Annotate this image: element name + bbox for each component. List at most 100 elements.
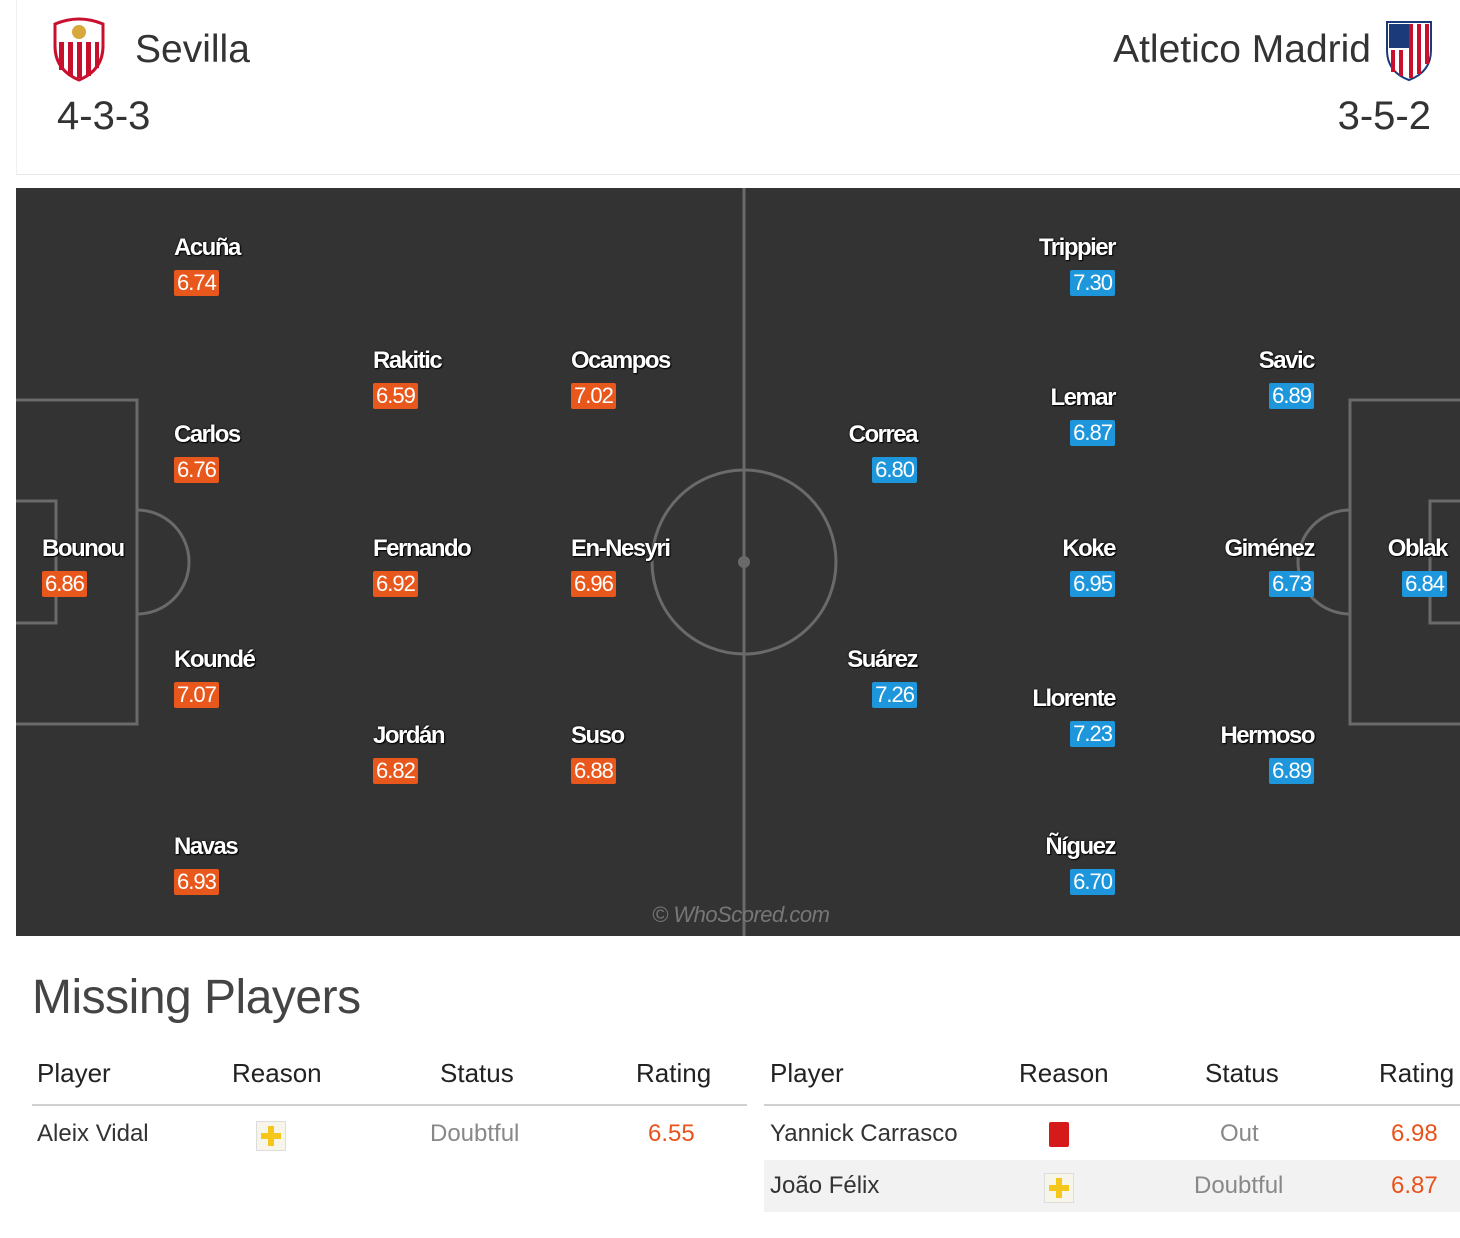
player-name: Giménez [1224, 535, 1315, 562]
player-name: Llorente [1032, 685, 1116, 712]
injury-icon [256, 1121, 286, 1151]
col-reason-header: Reason [232, 1058, 322, 1088]
player-gimenez[interactable]: Giménez 6.73 [1224, 535, 1315, 597]
player-suso[interactable]: Suso 6.88 [571, 722, 625, 784]
header-divider [764, 1104, 1460, 1106]
player-jordan[interactable]: Jordán 6.82 [373, 722, 446, 784]
player-hermoso[interactable]: Hermoso 6.89 [1220, 722, 1315, 784]
missing-player-name[interactable]: Yannick Carrasco [770, 1120, 958, 1147]
player-name: Hermoso [1220, 722, 1315, 749]
away-team-name[interactable]: Atletico Madrid [1113, 28, 1371, 71]
col-player-header: Player [37, 1058, 111, 1088]
player-koke[interactable]: Koke 6.95 [1062, 535, 1116, 597]
player-rating: 6.93 [174, 869, 219, 895]
player-llorente[interactable]: Llorente 7.23 [1032, 685, 1116, 747]
player-name: Fernando [373, 535, 472, 562]
player-rating: 6.89 [1269, 758, 1314, 784]
player-en-nesyri[interactable]: En-Nesyri 6.96 [571, 535, 671, 597]
player-rating: 6.89 [1269, 383, 1314, 409]
missing-status: Out [1220, 1120, 1259, 1147]
player-name: Koke [1062, 535, 1116, 562]
missing-players-title: Missing Players [32, 971, 361, 1024]
player-rakitic[interactable]: Rakitic 6.59 [373, 347, 443, 409]
player-rating: 7.30 [1070, 270, 1115, 296]
header-divider [32, 1104, 747, 1106]
player-ocampos[interactable]: Ocampos 7.02 [571, 347, 671, 409]
player-navas[interactable]: Navas 6.93 [174, 833, 239, 895]
player-lemar[interactable]: Lemar 6.87 [1050, 384, 1116, 446]
player-rating: 6.95 [1070, 571, 1115, 597]
player-name: Trippier [1038, 234, 1117, 261]
player-fernando[interactable]: Fernando 6.92 [373, 535, 472, 597]
player-rating: 6.84 [1402, 571, 1447, 597]
col-player-header: Player [770, 1058, 844, 1088]
lineup-pitch: Acuña 6.74 Rakitic 6.59 Ocampos 7.02 Car… [16, 188, 1460, 936]
player-name: Koundé [174, 646, 256, 673]
missing-rating: 6.87 [1391, 1172, 1438, 1199]
player-rating: 6.80 [872, 457, 917, 483]
match-header: Sevilla 4-3-3 Atletico Madrid 3-5-2 [16, 0, 1460, 175]
watermark: © WhoScored.com [652, 902, 830, 927]
player-correa[interactable]: Correa 6.80 [849, 421, 919, 483]
player-rating: 6.76 [174, 457, 219, 483]
missing-player-name[interactable]: João Félix [770, 1172, 880, 1199]
col-status-header: Status [1205, 1058, 1279, 1088]
player-carlos[interactable]: Carlos 6.76 [174, 421, 241, 483]
player-name: Ñíguez [1045, 833, 1116, 860]
missing-rating: 6.98 [1391, 1120, 1438, 1147]
player-bounou[interactable]: Bounou 6.86 [42, 535, 125, 597]
player-name: Correa [848, 421, 919, 448]
player-suarez[interactable]: Suárez 7.26 [847, 646, 918, 708]
col-status-header: Status [440, 1058, 514, 1088]
player-name: Suárez [847, 646, 918, 673]
player-name: En-Nesyri [571, 535, 671, 562]
player-name: Rakitic [373, 347, 443, 374]
missing-status: Doubtful [430, 1120, 520, 1147]
player-name: Oblak [1387, 535, 1449, 562]
player-name: Jordán [373, 722, 446, 749]
player-name: Lemar [1050, 384, 1116, 411]
red-card-icon [1049, 1122, 1069, 1147]
table-row: João Félix Doubtful 6.87 [764, 1160, 1460, 1212]
player-rating: 6.59 [373, 383, 418, 409]
player-niguez[interactable]: Ñíguez 6.70 [1045, 833, 1116, 895]
col-rating-header: Rating [636, 1058, 712, 1088]
sevilla-crest-icon [53, 17, 105, 82]
player-acuna[interactable]: Acuña 6.74 [174, 234, 241, 296]
player-rating: 7.26 [872, 682, 917, 708]
player-name: Ocampos [571, 347, 671, 374]
table-row: Aleix Vidal Doubtful 6.55 [32, 1108, 747, 1160]
player-name: Savic [1258, 347, 1316, 374]
player-savic[interactable]: Savic 6.89 [1259, 347, 1316, 409]
player-name: Bounou [42, 535, 125, 562]
player-trippier[interactable]: Trippier 7.30 [1039, 234, 1117, 296]
player-rating: 6.74 [174, 270, 219, 296]
player-name: Carlos [174, 421, 241, 448]
player-rating: 6.87 [1070, 420, 1115, 446]
home-team-name[interactable]: Sevilla [135, 28, 250, 71]
home-formation: 4-3-3 [57, 94, 151, 138]
atletico-crest-icon [1386, 21, 1432, 82]
missing-status: Doubtful [1194, 1172, 1284, 1199]
player-rating: 6.73 [1269, 571, 1314, 597]
away-formation: 3-5-2 [1337, 94, 1431, 138]
missing-rating: 6.55 [648, 1120, 695, 1147]
player-rating: 6.82 [373, 758, 418, 784]
player-rating: 7.07 [174, 682, 219, 708]
player-name: Acuña [174, 234, 241, 261]
player-rating: 7.02 [571, 383, 616, 409]
player-rating: 6.96 [571, 571, 616, 597]
table-row: Yannick Carrasco Out 6.98 [764, 1108, 1460, 1160]
player-rating: 7.23 [1070, 721, 1115, 747]
player-rating: 6.88 [571, 758, 616, 784]
player-rating: 6.92 [373, 571, 418, 597]
injury-icon [1044, 1173, 1074, 1203]
missing-player-name[interactable]: Aleix Vidal [37, 1120, 149, 1147]
col-rating-header: Rating [1379, 1058, 1455, 1088]
player-name: Navas [174, 833, 239, 860]
player-oblak[interactable]: Oblak 6.84 [1388, 535, 1449, 597]
pitch-lines [16, 188, 1460, 936]
player-name: Suso [571, 722, 625, 749]
player-kounde[interactable]: Koundé 7.07 [174, 646, 256, 708]
col-reason-header: Reason [1019, 1058, 1109, 1088]
